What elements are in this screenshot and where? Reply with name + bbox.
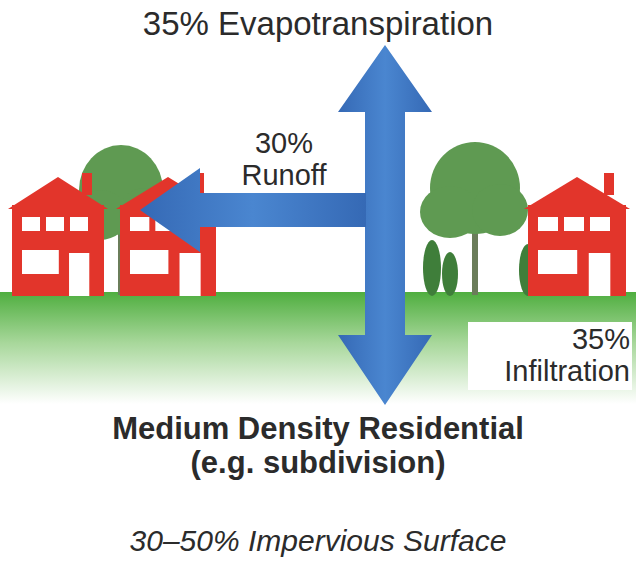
house — [8, 173, 108, 296]
window — [130, 217, 149, 231]
evapotranspiration-label: 35% Evapotranspiration — [40, 4, 596, 44]
roof — [524, 177, 630, 209]
window — [70, 217, 88, 231]
chimney — [604, 173, 614, 195]
door — [589, 253, 611, 296]
window — [538, 250, 577, 274]
window — [22, 217, 40, 231]
window — [590, 217, 610, 231]
runoff-label: 30% Runoff — [222, 126, 346, 194]
window — [22, 250, 59, 274]
tree — [420, 142, 537, 296]
infiltration-label: 35% Infiltration — [468, 322, 632, 390]
wall — [12, 205, 104, 296]
window — [130, 250, 168, 274]
chimney — [82, 173, 92, 195]
caption: Medium Density Residential (e.g. subdivi… — [98, 410, 538, 482]
door — [180, 253, 201, 296]
house — [8, 173, 630, 296]
wall — [528, 205, 626, 296]
ground — [0, 292, 636, 404]
window — [564, 217, 584, 231]
door — [69, 253, 89, 296]
window — [538, 217, 558, 231]
window — [46, 217, 64, 231]
impervious-label: 30–50% Impervious Surface — [20, 522, 616, 559]
house — [524, 173, 630, 296]
roof — [8, 177, 108, 209]
